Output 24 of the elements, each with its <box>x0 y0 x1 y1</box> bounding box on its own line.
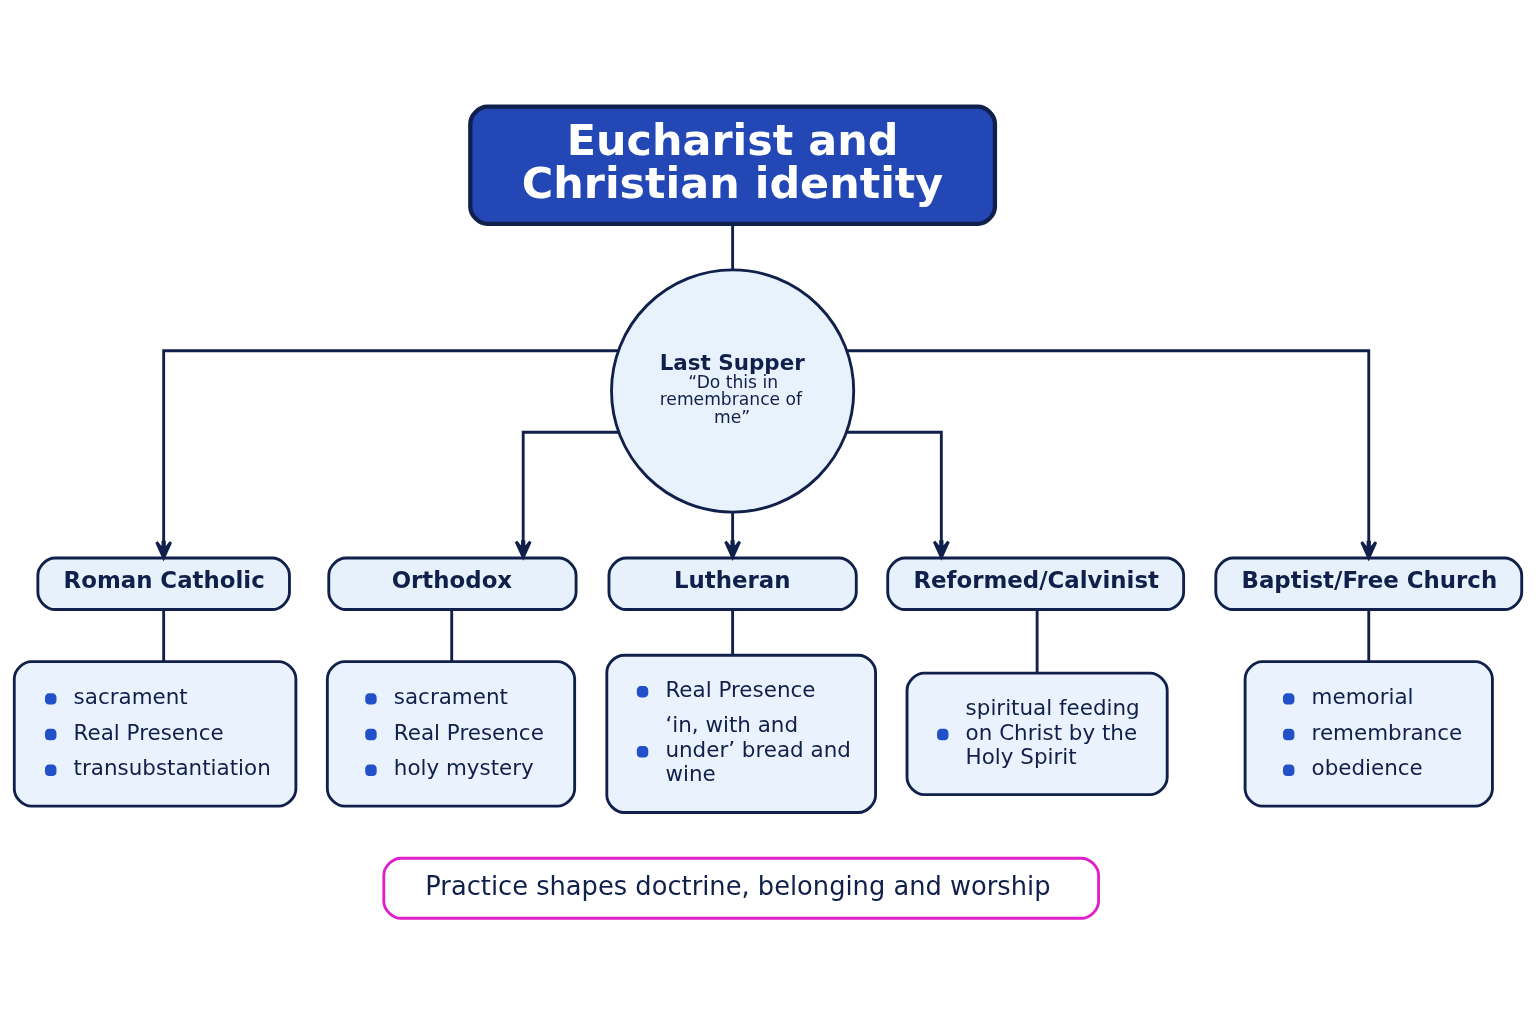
connector <box>1367 609 1371 662</box>
arrow <box>847 348 1378 559</box>
node-circle: Last Supper “Do this in remembrance of me” <box>610 267 856 513</box>
node-box: Real Presence ‘in, with and under’ bread and wine <box>605 653 877 814</box>
arrow <box>155 348 619 559</box>
node-box: memorial remembrance obedience <box>1243 659 1494 807</box>
connector <box>162 609 166 662</box>
node-box: Reformed/Calvinist <box>886 556 1186 611</box>
node-box: sacrament Real Presence transubstantiation <box>12 659 298 807</box>
node-box: Eucharist and Christian identity <box>468 104 998 226</box>
node-box: spiritual feeding on Christ by the Holy Spirit <box>905 671 1169 796</box>
node-box: sacrament Real Presence holy mystery <box>325 659 577 807</box>
node-box: Baptist/Free Church <box>1214 556 1524 611</box>
arrow <box>846 430 950 559</box>
arrow <box>724 512 742 559</box>
connector <box>1035 609 1039 672</box>
connector <box>731 223 735 270</box>
connector <box>450 609 454 662</box>
connector <box>731 609 735 655</box>
arrow <box>514 430 619 559</box>
node-box: Lutheran <box>607 556 858 611</box>
node-box: Practice shapes doctrine, belonging and worship <box>382 856 1100 920</box>
node-box: Orthodox <box>327 556 578 611</box>
node-box: Roman Catholic <box>36 556 291 611</box>
